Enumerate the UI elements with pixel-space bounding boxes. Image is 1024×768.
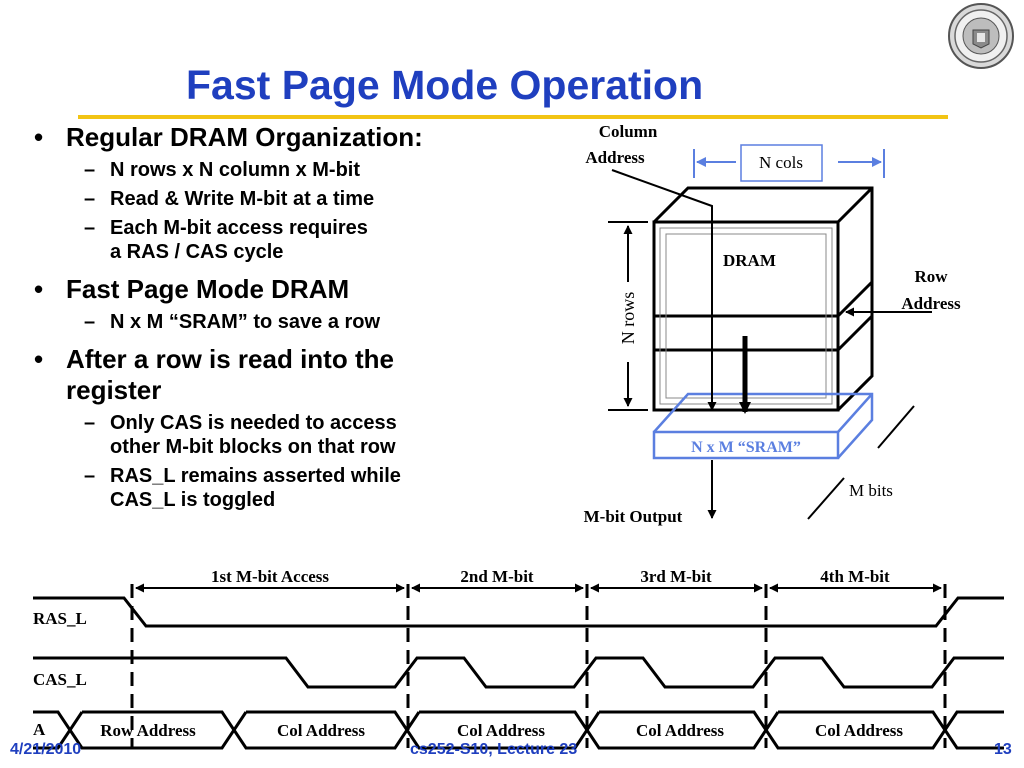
phase-label-3: 3rd M-bit: [640, 567, 712, 586]
addr-col-address-3: Col Address: [636, 721, 724, 740]
m-bit-output-label: M-bit Output: [584, 507, 683, 526]
row-address-label-2: Address: [901, 294, 961, 313]
bullet-list: Regular DRAM Organization: N rows x N co…: [28, 118, 548, 512]
university-seal-logo: [946, 2, 1016, 70]
ras-waveform: [33, 596, 1004, 628]
addr-col-address-2: Col Address: [457, 721, 545, 740]
signal-label-cas: CAS_L: [33, 670, 87, 689]
n-rows-label: N rows: [618, 292, 638, 345]
sub-bullet-ras-asserted-line2: CAS_L is toggled: [110, 489, 276, 511]
n-cols-label: N cols: [759, 153, 803, 172]
title-rule: [78, 115, 948, 119]
footer-date: 4/21/2010: [10, 741, 82, 758]
sub-bullet-only-cas-line1: Only CAS is needed to access: [110, 412, 397, 434]
footer-page-number: 13: [994, 741, 1012, 758]
bullet-after-row-read-line1: After a row is read into the: [66, 344, 394, 374]
sub-bullet-ras-cas-line2: a RAS / CAS cycle: [110, 241, 284, 263]
addr-col-address-4: Col Address: [815, 721, 903, 740]
column-address-line: [611, 169, 717, 411]
sub-bullet-rows-cols: N rows x N column x M-bit: [28, 158, 548, 182]
signal-label-ras: RAS_L: [33, 609, 87, 628]
m-bits-label: M bits: [849, 481, 893, 500]
m-bits-tick-1: [877, 405, 915, 449]
sub-bullet-sram: N x M “SRAM” to save a row: [28, 310, 548, 334]
bullet-after-row-read-line2: register: [66, 375, 162, 405]
n-rows-dimension: [608, 221, 648, 411]
bullet-fast-page-mode: Fast Page Mode DRAM: [28, 274, 548, 305]
addr-col-address-1: Col Address: [277, 721, 365, 740]
bullet-regular-dram: Regular DRAM Organization:: [28, 122, 548, 153]
slide-title: Fast Page Mode Operation: [186, 62, 704, 108]
sub-bullet-read-write: Read & Write M-bit at a time: [28, 187, 548, 211]
sram-label: N x M “SRAM”: [691, 439, 801, 456]
sub-bullet-ras-asserted-line1: RAS_L remains asserted while: [110, 465, 401, 487]
phase-separators: [130, 584, 947, 748]
phase-label-1: 1st M-bit Access: [211, 567, 329, 586]
cas-waveform: [33, 656, 1004, 689]
sub-bullet-only-cas-line2: other M-bit blocks on that row: [110, 436, 396, 458]
column-address-label-1: Column: [599, 122, 658, 141]
row-address-label-1: Row: [914, 267, 948, 286]
address-labels: Row Address Col Address Col Address Col …: [100, 721, 903, 740]
addr-row-address: Row Address: [100, 721, 196, 740]
phase-label-4: 4th M-bit: [820, 567, 890, 586]
sram-register: [652, 392, 874, 460]
footer-course: cs252-S10, Lecture 23: [410, 741, 578, 758]
n-cols-dimension: [693, 144, 885, 182]
sub-bullet-ras-cas-line1: Each M-bit access requires: [110, 217, 368, 239]
dram-label: DRAM: [723, 251, 776, 270]
phase-labels: 1st M-bit Access 2nd M-bit 3rd M-bit 4th…: [211, 567, 890, 586]
m-bits-tick-2: [807, 477, 845, 520]
phase-label-2: 2nd M-bit: [460, 567, 534, 586]
column-address-label-2: Address: [585, 148, 645, 167]
address-bus: [33, 710, 1004, 750]
signal-label-a: A: [33, 720, 46, 739]
dram-array-box: [652, 186, 874, 412]
